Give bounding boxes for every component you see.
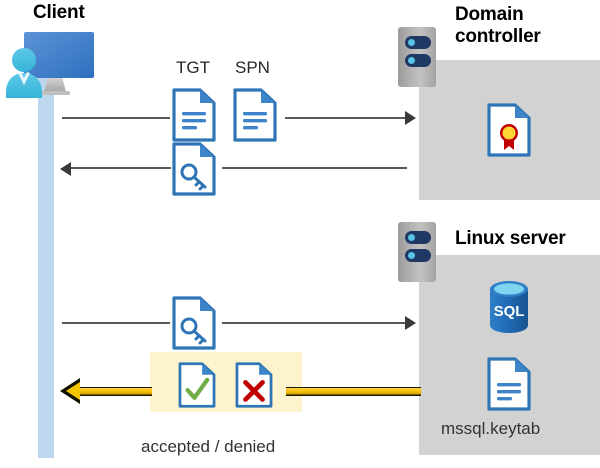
linux-server-label: Linux server bbox=[455, 228, 566, 249]
domain-controller-label-line1: Domain bbox=[455, 4, 524, 25]
accepted-denied-label: accepted / denied bbox=[141, 437, 276, 456]
sql-database-icon: SQL bbox=[485, 279, 533, 335]
domain-controller-label: Domain controller bbox=[455, 4, 600, 48]
accepted-document-icon bbox=[175, 362, 219, 408]
x-glyph bbox=[243, 380, 265, 402]
flow-1-arrowhead bbox=[405, 111, 416, 125]
tgt-document-icon bbox=[172, 88, 216, 142]
client-workstation-icon bbox=[4, 28, 100, 98]
denied-document-icon bbox=[232, 362, 276, 408]
flow-1-line-left bbox=[62, 117, 170, 119]
flow-2-line-right bbox=[222, 167, 407, 169]
client-label: Client bbox=[33, 2, 85, 23]
flow-4-arrowhead-inner bbox=[66, 382, 80, 400]
certificate-icon bbox=[487, 103, 531, 157]
svg-text:SQL: SQL bbox=[494, 303, 525, 320]
flow-4-line-left bbox=[80, 387, 152, 396]
ticket-key-document-icon-1 bbox=[172, 142, 216, 196]
domain-controller-server-rack-icon bbox=[398, 27, 436, 87]
client-lifeline bbox=[38, 78, 54, 458]
key-glyph bbox=[180, 163, 207, 191]
ticket-key-document-icon-2 bbox=[172, 296, 216, 350]
accepted-denied-highlight bbox=[150, 352, 302, 412]
spn-label: SPN bbox=[235, 58, 270, 77]
key-glyph bbox=[180, 317, 207, 345]
flow-4-line-right bbox=[286, 387, 421, 396]
flow-2-line-left bbox=[71, 167, 171, 169]
spn-document-icon bbox=[233, 88, 277, 142]
flow-1-line-right bbox=[285, 117, 407, 119]
flow-3-line-left bbox=[62, 322, 170, 324]
flow-2-arrowhead bbox=[60, 162, 71, 176]
check-glyph bbox=[185, 377, 210, 400]
keytab-label: mssql.keytab bbox=[441, 419, 541, 438]
tgt-label: TGT bbox=[176, 58, 210, 77]
keytab-document-icon bbox=[487, 357, 531, 411]
flow-3-line-right bbox=[222, 322, 407, 324]
flow-3-arrowhead bbox=[405, 316, 416, 330]
linux-server-server-rack-icon bbox=[398, 222, 436, 282]
domain-controller-label-line2: controller bbox=[455, 26, 541, 47]
